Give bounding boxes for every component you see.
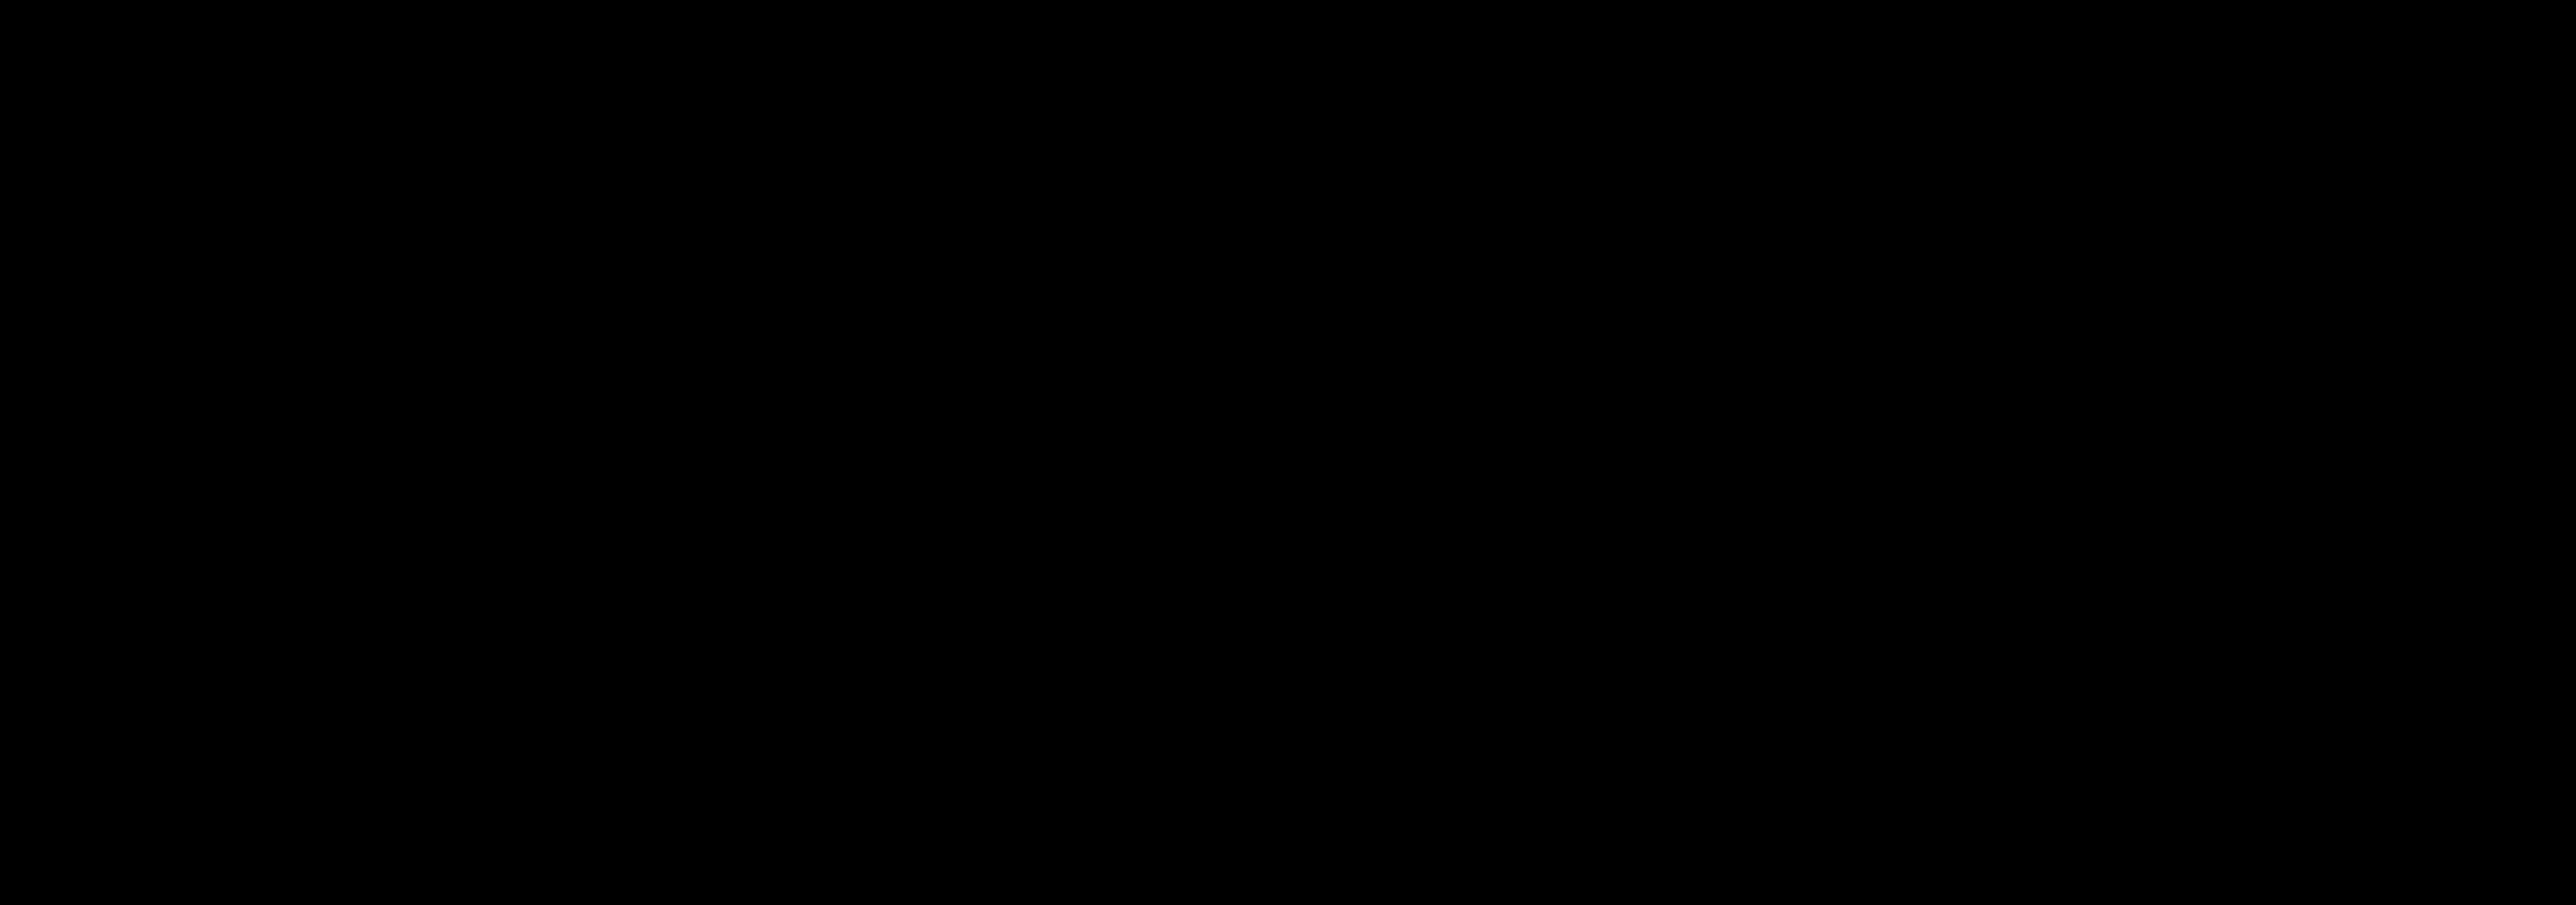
org-chart-canvas: 清新环境（55%） 深水投资（45%） 深水咨询 党 委 纪 委 党委办公室 纪…: [0, 0, 2576, 905]
